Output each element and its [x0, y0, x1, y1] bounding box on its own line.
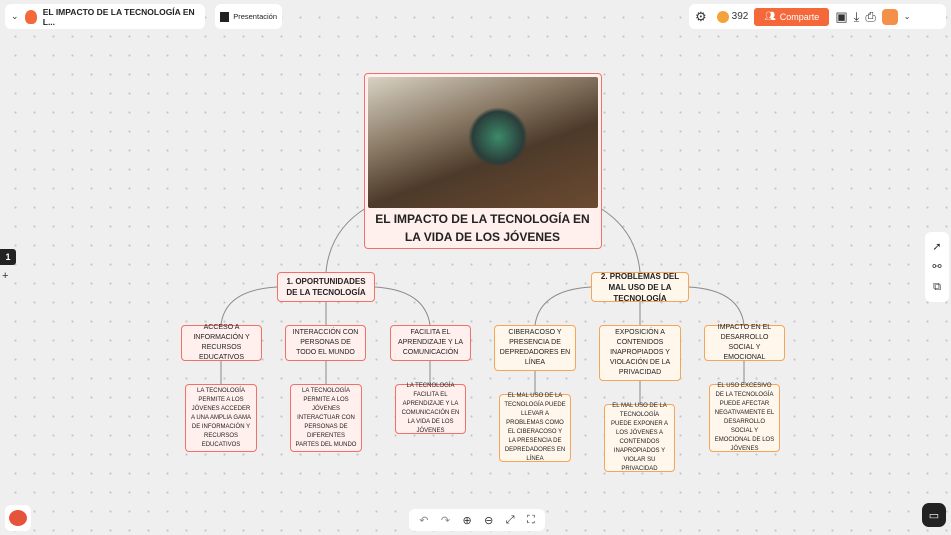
assistant-bot-button[interactable]: [5, 505, 31, 531]
app-logo-icon: [24, 9, 37, 24]
top-right-toolbar: ⚙ 392 👥︎Comparte ▣ ⤓ ⎙ ⌄: [689, 4, 946, 29]
settings-gear-icon[interactable]: ⚙: [695, 8, 707, 24]
save-icon[interactable]: ▣: [835, 8, 848, 24]
presentation-icon: [220, 11, 230, 22]
topic-node[interactable]: IMPACTO EN EL DESARROLLO SOCIAL Y EMOCIO…: [704, 324, 785, 361]
branch-node[interactable]: 2. PROBLEMAS DEL MAL USO DE LA TECNOLOGÍ…: [591, 272, 689, 303]
topic-node[interactable]: CIBERACOSO Y PRESENCIA DE DEPREDADORES E…: [494, 325, 576, 371]
detail-node[interactable]: LA TECNOLOGÍA PERMITE A LOS JÓVENES INTE…: [290, 384, 362, 452]
share-label: Comparte: [779, 11, 820, 22]
chevron-down-icon[interactable]: ⌄: [11, 11, 19, 21]
document-title: EL IMPACTO DE LA TECNOLOGÍA EN L...: [42, 6, 195, 27]
chat-icon: ▭: [928, 509, 940, 522]
fit-icon[interactable]: ⤢: [505, 513, 515, 526]
coin-icon: [716, 10, 729, 23]
pointer-icon[interactable]: ➚: [932, 240, 942, 253]
undo-icon[interactable]: ↶: [419, 514, 429, 527]
zoom-in-icon[interactable]: ⊕: [462, 514, 472, 527]
detail-node[interactable]: EL MAL USO DE LA TECNOLOGÍA PUEDE EXPONE…: [604, 403, 675, 472]
root-image: [368, 77, 598, 208]
connect-icon[interactable]: ⚯: [932, 261, 942, 274]
fullscreen-icon[interactable]: ⛶: [527, 513, 535, 526]
users-icon: 👥︎: [764, 11, 776, 21]
document-title-bar[interactable]: ⌄ EL IMPACTO DE LA TECNOLOGÍA EN L...: [5, 4, 205, 29]
topic-node[interactable]: INTERACCIÓN CON PERSONAS DE TODO EL MUND…: [285, 325, 366, 361]
page-tab-1[interactable]: 1: [0, 249, 16, 265]
print-icon[interactable]: ⎙: [865, 8, 876, 24]
root-title: EL IMPACTO DE LA TECNOLOGÍA EN LA VIDA D…: [375, 212, 590, 244]
zoom-toolbar: ↶ ↷ ⊕ ⊖ ⤢ ⛶: [409, 509, 545, 531]
coin-count: 392: [731, 11, 749, 22]
add-page-button[interactable]: +: [2, 270, 9, 282]
topic-node[interactable]: EXPOSICIÓN A CONTENIDOS INAPROPIADOS Y V…: [599, 325, 681, 381]
user-avatar[interactable]: [881, 8, 898, 25]
translate-icon[interactable]: ⧉: [933, 281, 941, 294]
chevron-down-icon[interactable]: ⌄: [903, 12, 911, 21]
detail-node[interactable]: EL MAL USO DE LA TECNOLOGÍA PUEDE LLEVAR…: [499, 393, 571, 462]
side-tools: ➚ ⚯ ⧉: [925, 232, 949, 302]
root-node[interactable]: EL IMPACTO DE LA TECNOLOGÍA EN LA VIDA D…: [364, 73, 602, 249]
detail-node[interactable]: EL USO EXCESIVO DE LA TECNOLOGÍA PUEDE A…: [709, 383, 780, 452]
redo-icon[interactable]: ↷: [440, 514, 451, 527]
bot-icon: [9, 510, 27, 526]
detail-node[interactable]: LA TECNOLOGÍA PERMITE A LOS JÓVENES ACCE…: [185, 384, 257, 452]
share-button[interactable]: 👥︎Comparte: [754, 7, 830, 26]
branch-node[interactable]: 1. OPORTUNIDADES DE LA TECNOLOGÍA: [277, 272, 375, 302]
chat-button[interactable]: ▭: [922, 503, 946, 527]
zoom-out-icon[interactable]: ⊖: [484, 514, 494, 527]
detail-node[interactable]: LA TECNOLOGÍA FACILITA EL APRENDIZAJE Y …: [395, 383, 466, 434]
topic-node[interactable]: FACILITA EL APRENDIZAJE Y LA COMUNICACIÓ…: [390, 325, 471, 361]
download-icon[interactable]: ⤓: [853, 8, 860, 24]
presentation-button[interactable]: Presentación: [215, 4, 282, 29]
topic-node[interactable]: ACCESO A INFORMACIÓN Y RECURSOS EDUCATIV…: [181, 324, 262, 361]
presentation-label: Presentación: [233, 12, 277, 21]
